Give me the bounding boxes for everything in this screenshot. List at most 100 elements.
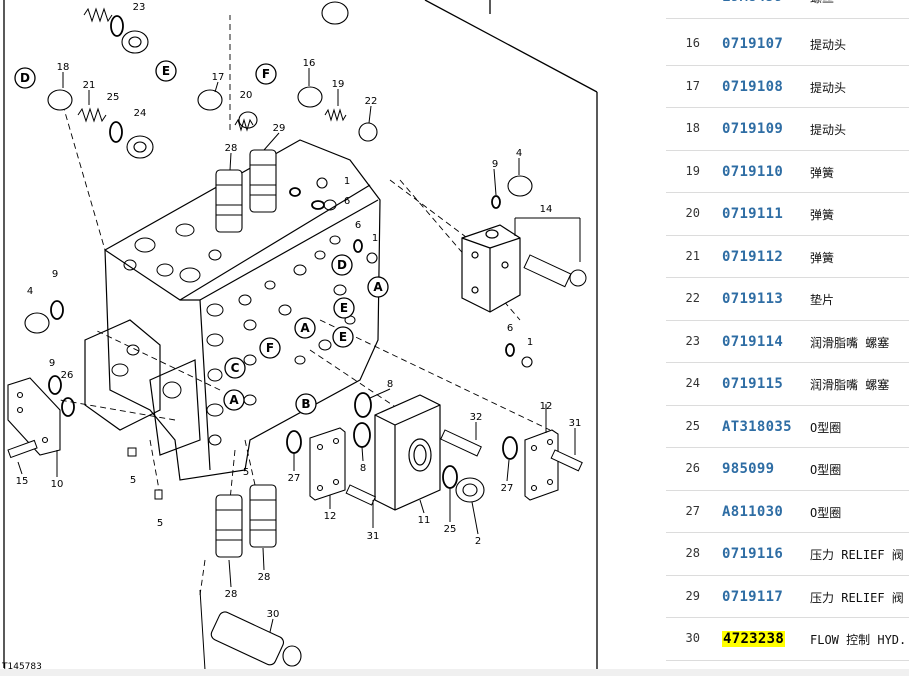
part-description: 压力 RELIEF 阀 <box>810 548 904 562</box>
svg-text:A: A <box>300 321 310 335</box>
part-callout-number: 30 <box>685 631 700 645</box>
part-number-link[interactable]: 0719116 <box>722 546 784 562</box>
diagram-part-callout: 1 <box>344 176 350 187</box>
svg-text:D: D <box>337 258 347 272</box>
part-callout-number: 26 <box>685 461 700 475</box>
diagram-part-callout: 20 <box>240 90 253 101</box>
diagram-part-callout: 1 <box>527 337 533 348</box>
part-number-link[interactable]: 0719107 <box>722 36 784 52</box>
svg-text:11: 11 <box>418 515 431 526</box>
diagram-part-callout: 32 <box>470 412 483 423</box>
part-number-link[interactable]: 0719113 <box>722 291 784 307</box>
parts-list-row: 23 0719114 润滑脂嘴 螺塞 <box>666 321 909 363</box>
svg-text:E: E <box>340 301 348 315</box>
svg-text:25: 25 <box>444 524 457 535</box>
part-number-link[interactable]: 985099 <box>722 461 775 477</box>
horizontal-scrollbar[interactable] <box>0 669 909 676</box>
diagram-connection-marker: A <box>294 317 316 339</box>
part-description: O型圈 <box>810 505 842 520</box>
diagram-part-callout: 2 <box>475 536 481 547</box>
diagram-part-callout: 12 <box>324 511 337 522</box>
diagram-part-callout: 14 <box>540 204 553 215</box>
part-description: 润滑脂嘴 螺塞 <box>810 335 890 350</box>
part-number-link[interactable]: 0719112 <box>722 248 784 265</box>
part-number-link[interactable]: A811030 <box>722 503 784 520</box>
svg-text:A: A <box>373 280 383 294</box>
part-callout-number: 19 <box>685 163 700 178</box>
diagram-part-callout: 30 <box>267 609 280 620</box>
diagram-part-callout: 4 <box>27 286 33 297</box>
diagram-part-callout: 4 <box>516 148 522 159</box>
part-number-link[interactable]: 0719115 <box>722 376 784 392</box>
part-description: O型圈 <box>810 420 842 435</box>
svg-text:E: E <box>162 64 170 78</box>
part-number-link[interactable]: 4723238 <box>722 631 786 647</box>
part-description: 提动头 <box>810 123 847 137</box>
diagram-part-callout: 6 <box>507 323 513 334</box>
valve-body <box>84 139 381 481</box>
part-number-link[interactable]: 0719117 <box>722 588 784 605</box>
svg-text:28: 28 <box>225 143 238 154</box>
svg-text:25: 25 <box>107 92 120 103</box>
part-description: 弹簧 <box>810 208 835 222</box>
svg-text:1: 1 <box>527 337 533 348</box>
diagram-drawing: 23D18212524E1720F161922282916941461DAEAE… <box>3 0 598 671</box>
svg-text:A: A <box>229 393 239 407</box>
svg-text:6: 6 <box>355 220 361 231</box>
svg-text:D: D <box>20 71 30 85</box>
svg-text:2: 2 <box>475 536 481 547</box>
diagram-part-callout: 10 <box>51 479 64 490</box>
part-number-link[interactable]: 0719114 <box>722 333 784 350</box>
diagram-part-callout: 22 <box>365 96 378 107</box>
diagram-part-callout: 5 <box>243 467 249 478</box>
diagram-part-callout: 28 <box>258 572 271 583</box>
svg-text:28: 28 <box>258 572 271 583</box>
diagram-connection-marker: D <box>14 67 36 89</box>
part-description: 弹簧 <box>810 165 835 180</box>
svg-text:C: C <box>231 361 240 375</box>
part-number-link[interactable]: 0719111 <box>722 206 784 222</box>
diagram-part-callout: 23 <box>133 2 146 13</box>
part-number-link[interactable]: AT318035 <box>722 418 792 435</box>
svg-text:E: E <box>339 330 347 344</box>
svg-text:8: 8 <box>360 463 366 474</box>
diagram-part-callout: 28 <box>225 589 238 600</box>
diagram-part-callout: 17 <box>212 72 225 83</box>
diagram-part-callout: 16 <box>303 58 316 69</box>
svg-text:4: 4 <box>516 148 522 159</box>
diagram-connection-marker: E <box>333 297 355 319</box>
part-description: O型圈 <box>810 463 842 477</box>
part-callout-number: 29 <box>685 588 700 603</box>
part-number-link[interactable]: 0719110 <box>722 163 784 180</box>
part-callout-number: 17 <box>685 78 700 93</box>
part-number-link[interactable]: 0719108 <box>722 78 784 95</box>
svg-text:17: 17 <box>212 72 225 83</box>
diagram-connection-marker: F <box>255 63 277 85</box>
part-callout-number: 21 <box>685 248 700 263</box>
diagram-part-callout: 26 <box>61 370 74 381</box>
diagram-connection-marker: A <box>367 276 389 298</box>
parts-list-row: 19 0719110 弹簧 <box>666 151 909 193</box>
diagram-part-callout: 29 <box>273 123 286 134</box>
diagram-connection-marker: D <box>331 254 353 276</box>
svg-text:31: 31 <box>367 531 380 542</box>
svg-text:10: 10 <box>51 479 64 490</box>
part-number-link[interactable]: 19M8459 <box>722 0 783 5</box>
svg-text:30: 30 <box>267 609 280 620</box>
svg-text:16: 16 <box>303 58 316 69</box>
part-number-link[interactable]: 0719109 <box>722 121 784 137</box>
diagram-part-callout: 5 <box>157 518 163 529</box>
diagram-part-callout: 21 <box>83 80 96 91</box>
diagram-part-callout: 25 <box>107 92 120 103</box>
part-callout-number: 23 <box>685 333 700 348</box>
svg-text:28: 28 <box>225 589 238 600</box>
parts-list-row: 17 0719108 提动头 <box>666 66 909 108</box>
svg-text:F: F <box>266 341 274 355</box>
svg-text:9: 9 <box>492 159 498 170</box>
part-description: 提动头 <box>810 80 847 95</box>
